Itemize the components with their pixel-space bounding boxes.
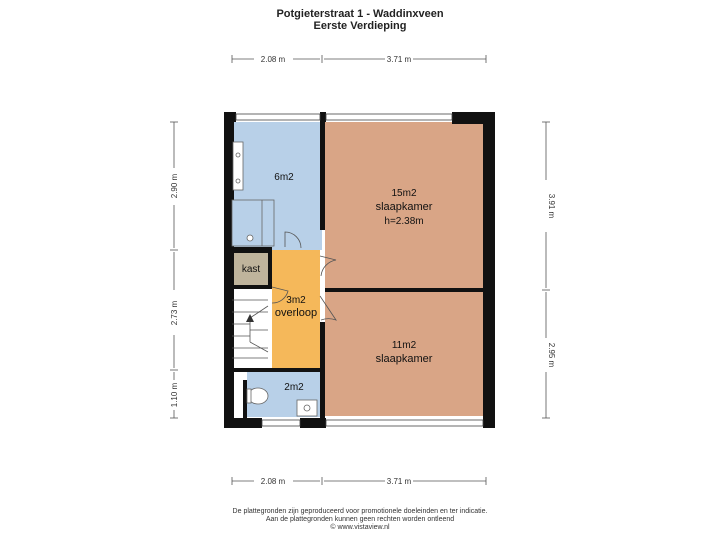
doors	[271, 231, 338, 321]
dim-bottom-right: 3.71 m	[387, 477, 412, 486]
page-title: Potgieterstraat 1 - Waddinxveen	[276, 8, 444, 20]
bathroom-fixtures	[231, 141, 275, 247]
landing-floor	[272, 250, 320, 368]
storage-floor	[232, 253, 272, 286]
dim-bottom-left: 2.08 m	[261, 477, 286, 486]
disclaimer-line-2: Aan de plattegronden kunnen geen rechten…	[265, 516, 455, 523]
landing-area: 3m2	[286, 295, 306, 306]
toilet-area: 2m2	[284, 382, 304, 393]
bedroom-main-height: h=2.38m	[384, 216, 423, 227]
stairs-arrow-icon	[246, 314, 254, 322]
floor-subtitle: Eerste Verdieping	[313, 20, 407, 32]
stairs-floor	[232, 288, 272, 368]
bedroom-main-name: slaapkamer	[376, 201, 433, 213]
dim-top-right: 3.71 m	[387, 55, 412, 64]
bedroom-second-name: slaapkamer	[376, 353, 433, 365]
disclaimer-line-1: De plattegronden zijn geproduceerd voor …	[232, 508, 488, 515]
disclaimer-line-3: © www.vistaview.nl	[330, 524, 390, 531]
windows	[235, 113, 484, 427]
dim-top-left: 2.08 m	[261, 55, 286, 64]
dim-right-lower: 2.95 m	[547, 343, 556, 368]
bathroom-area: 6m2	[274, 172, 294, 183]
disclaimer: De plattegronden zijn geproduceerd voor …	[0, 508, 720, 532]
toilet-fixtures	[246, 387, 318, 417]
staircase	[232, 299, 269, 359]
bedroom-second-floor	[325, 292, 483, 416]
bedroom-main-floor	[325, 122, 483, 289]
dimension-lines	[170, 55, 550, 485]
dimension-labels: 2.08 m 3.71 m 2.08 m 3.71 m 2.90 m 2.73 …	[170, 55, 556, 486]
dim-left-lower: 1.10 m	[170, 382, 179, 407]
dim-left-upper: 2.90 m	[170, 173, 179, 198]
storage-name: kast	[242, 264, 261, 275]
bedroom-main-area: 15m2	[391, 188, 416, 199]
landing-name: overloop	[275, 307, 317, 319]
dim-left-middle: 2.73 m	[170, 300, 179, 325]
bedroom-second-area: 11m2	[392, 340, 417, 351]
walls	[224, 112, 495, 428]
dim-right-upper: 3.91 m	[547, 194, 556, 219]
